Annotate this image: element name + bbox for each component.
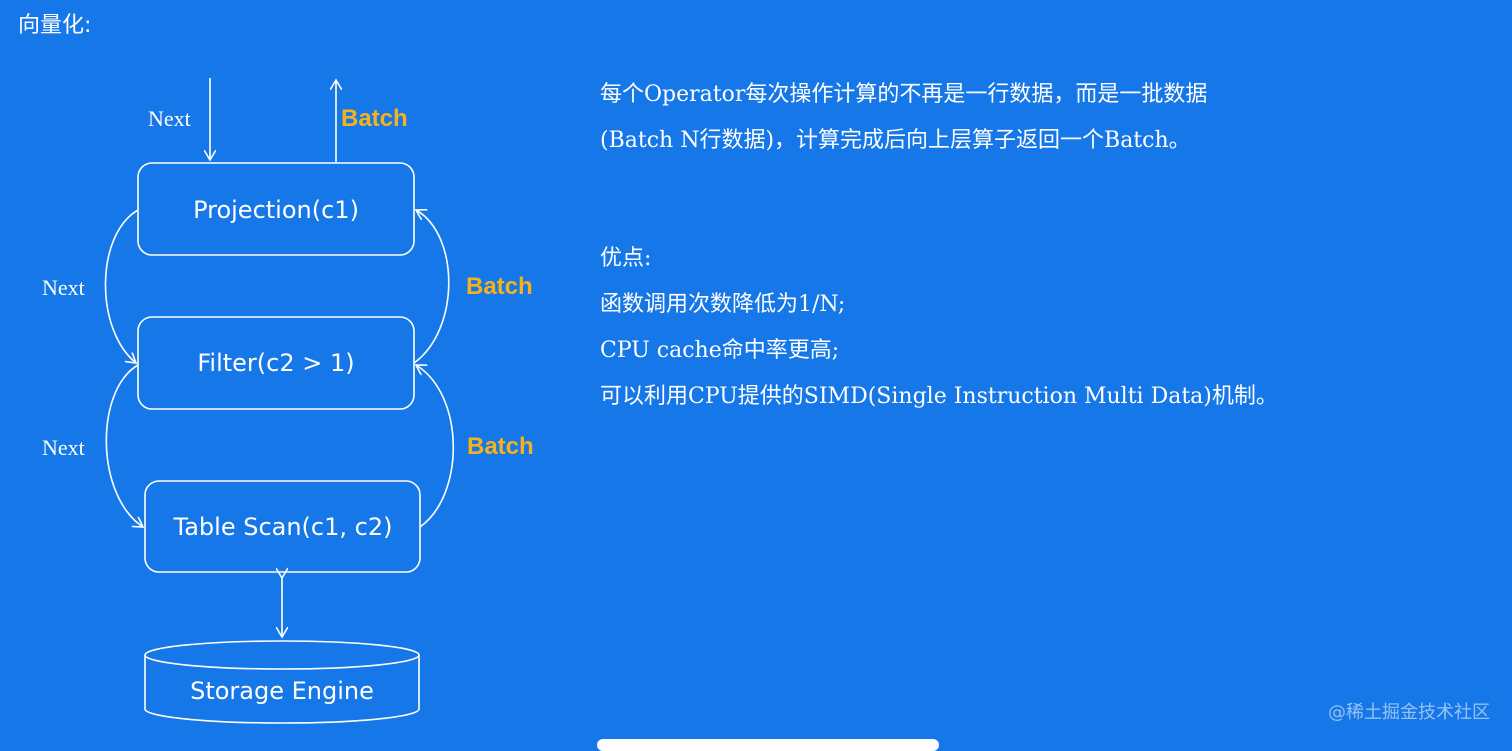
vectorization-diagram: Projection(c1) Filter(c2 > 1) Table Scan… (42, 78, 534, 724)
batch-arrow-filter-to-projection (413, 210, 450, 364)
projection-label: Projection(c1) (193, 196, 359, 224)
advantage-item: 可以利用CPU提供的SIMD(Single Instruction Multi … (600, 384, 1278, 409)
next-label-top: Next (148, 106, 191, 131)
next-label-1: Next (42, 275, 85, 300)
batch-label-1: Batch (466, 273, 533, 300)
description-block: 每个Operator每次操作计算的不再是一行数据，而是一批数据 (Batch N… (600, 72, 1207, 164)
advantage-item: CPU cache命中率更高; (600, 338, 840, 363)
next-label-2: Next (42, 435, 85, 460)
advantage-item: 函数调用次数降低为1/N; (600, 292, 846, 317)
storage-label: Storage Engine (190, 677, 374, 705)
batch-label-top: Batch (341, 105, 408, 132)
table-scan-label: Table Scan(c1, c2) (173, 513, 393, 541)
bottom-handle (597, 739, 939, 751)
next-arrow-filter-to-scan (105, 364, 143, 527)
projection-node (137, 162, 415, 256)
filter-label: Filter(c2 > 1) (197, 349, 354, 377)
slide-title: 向量化: (18, 13, 92, 38)
advantages-block: 优点: 函数调用次数降低为1/N; CPU cache命中率更高; 可以利用CP… (600, 236, 1278, 420)
next-arrow-projection-to-filter (104, 209, 139, 363)
watermark: @稀土掘金技术社区 (1328, 702, 1490, 723)
storage-cylinder (144, 640, 420, 724)
batch-label-2: Batch (467, 433, 534, 460)
description-line-1: 每个Operator每次操作计算的不再是一行数据，而是一批数据 (600, 82, 1208, 107)
description-line-2: (Batch N行数据)，计算完成后向上层算子返回一个Batch。 (600, 128, 1191, 153)
advantages-heading: 优点: (600, 246, 652, 271)
batch-arrow-scan-to-filter (416, 365, 454, 528)
